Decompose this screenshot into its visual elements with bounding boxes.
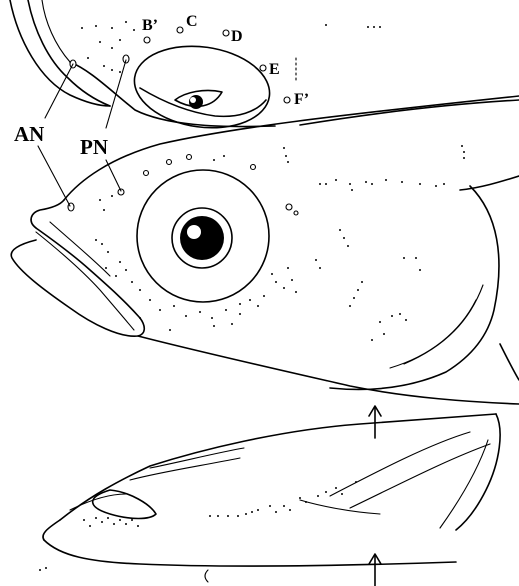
pore-postorbital-2 — [294, 211, 298, 215]
main-stipple — [95, 145, 465, 341]
ventral-head-outline — [138, 336, 519, 404]
lower-jaw-inner-3 — [330, 432, 470, 496]
pore-supraorbital-2 — [167, 160, 172, 165]
leader-an-inset — [45, 64, 73, 118]
pore-postorbital — [286, 204, 292, 210]
inset-eye-lid — [140, 88, 266, 116]
lower-jaw-tip — [43, 520, 60, 540]
dorsal-outline — [64, 96, 519, 200]
leader-an-main — [38, 146, 70, 206]
inset-inner-outline — [28, 0, 110, 106]
lower-jaw-bottom — [44, 540, 456, 566]
inset-eye-orbit — [129, 38, 275, 136]
snout-outline — [31, 200, 64, 228]
jaw-inner-line — [36, 232, 134, 330]
main-eye-highlight — [187, 225, 201, 239]
inset-dorsal-snout: B’ C D E F’ — [10, 0, 381, 136]
arrow-lower — [369, 554, 381, 586]
label-b-prime: B’ — [142, 17, 158, 34]
lower-jaw-inner-5 — [440, 440, 488, 528]
cleithrum-line — [500, 344, 519, 380]
lower-jaw-inner-2 — [150, 448, 244, 468]
pore-supraorbital-3 — [187, 155, 192, 160]
lower-jaw-inner-1 — [130, 458, 240, 480]
lower-jaw-mid-edge — [300, 500, 380, 514]
maxilla-line — [50, 222, 110, 276]
opercle-flap — [460, 176, 519, 190]
pore-b-prime — [144, 37, 150, 43]
label-d: D — [231, 28, 243, 45]
leader-pn-inset — [106, 60, 126, 128]
label-e: E — [269, 61, 280, 78]
lower-jaw-ventral — [39, 414, 500, 582]
upper-jaw — [11, 228, 144, 336]
label-f-prime: F’ — [294, 91, 309, 108]
pore-f-prime — [284, 97, 290, 103]
lower-jaw-inner-4 — [350, 444, 490, 508]
lower-jaw-right — [456, 414, 500, 530]
pore-supraorbital-4 — [251, 165, 256, 170]
inset-lip-line — [42, 0, 70, 62]
pore-c — [177, 27, 183, 33]
leader-pn-main — [106, 160, 121, 191]
pore-supraorbital-1 — [144, 171, 149, 176]
inset-head-curve — [70, 62, 275, 127]
pore-d — [223, 30, 229, 36]
small-mark — [205, 570, 208, 582]
main-eye-pupil — [180, 216, 224, 260]
preopercle-line — [390, 300, 476, 368]
lower-jaw-top — [60, 414, 496, 520]
dentary-lip-inner — [70, 494, 126, 510]
dorsal-outline-inner — [300, 100, 519, 125]
inset-pupil-highlight — [190, 97, 196, 103]
lower-jaw-stipple — [39, 481, 357, 571]
pore-e — [260, 65, 266, 71]
label-pn: PN — [80, 135, 108, 159]
label-an: AN — [14, 122, 44, 146]
label-c: C — [186, 13, 198, 30]
